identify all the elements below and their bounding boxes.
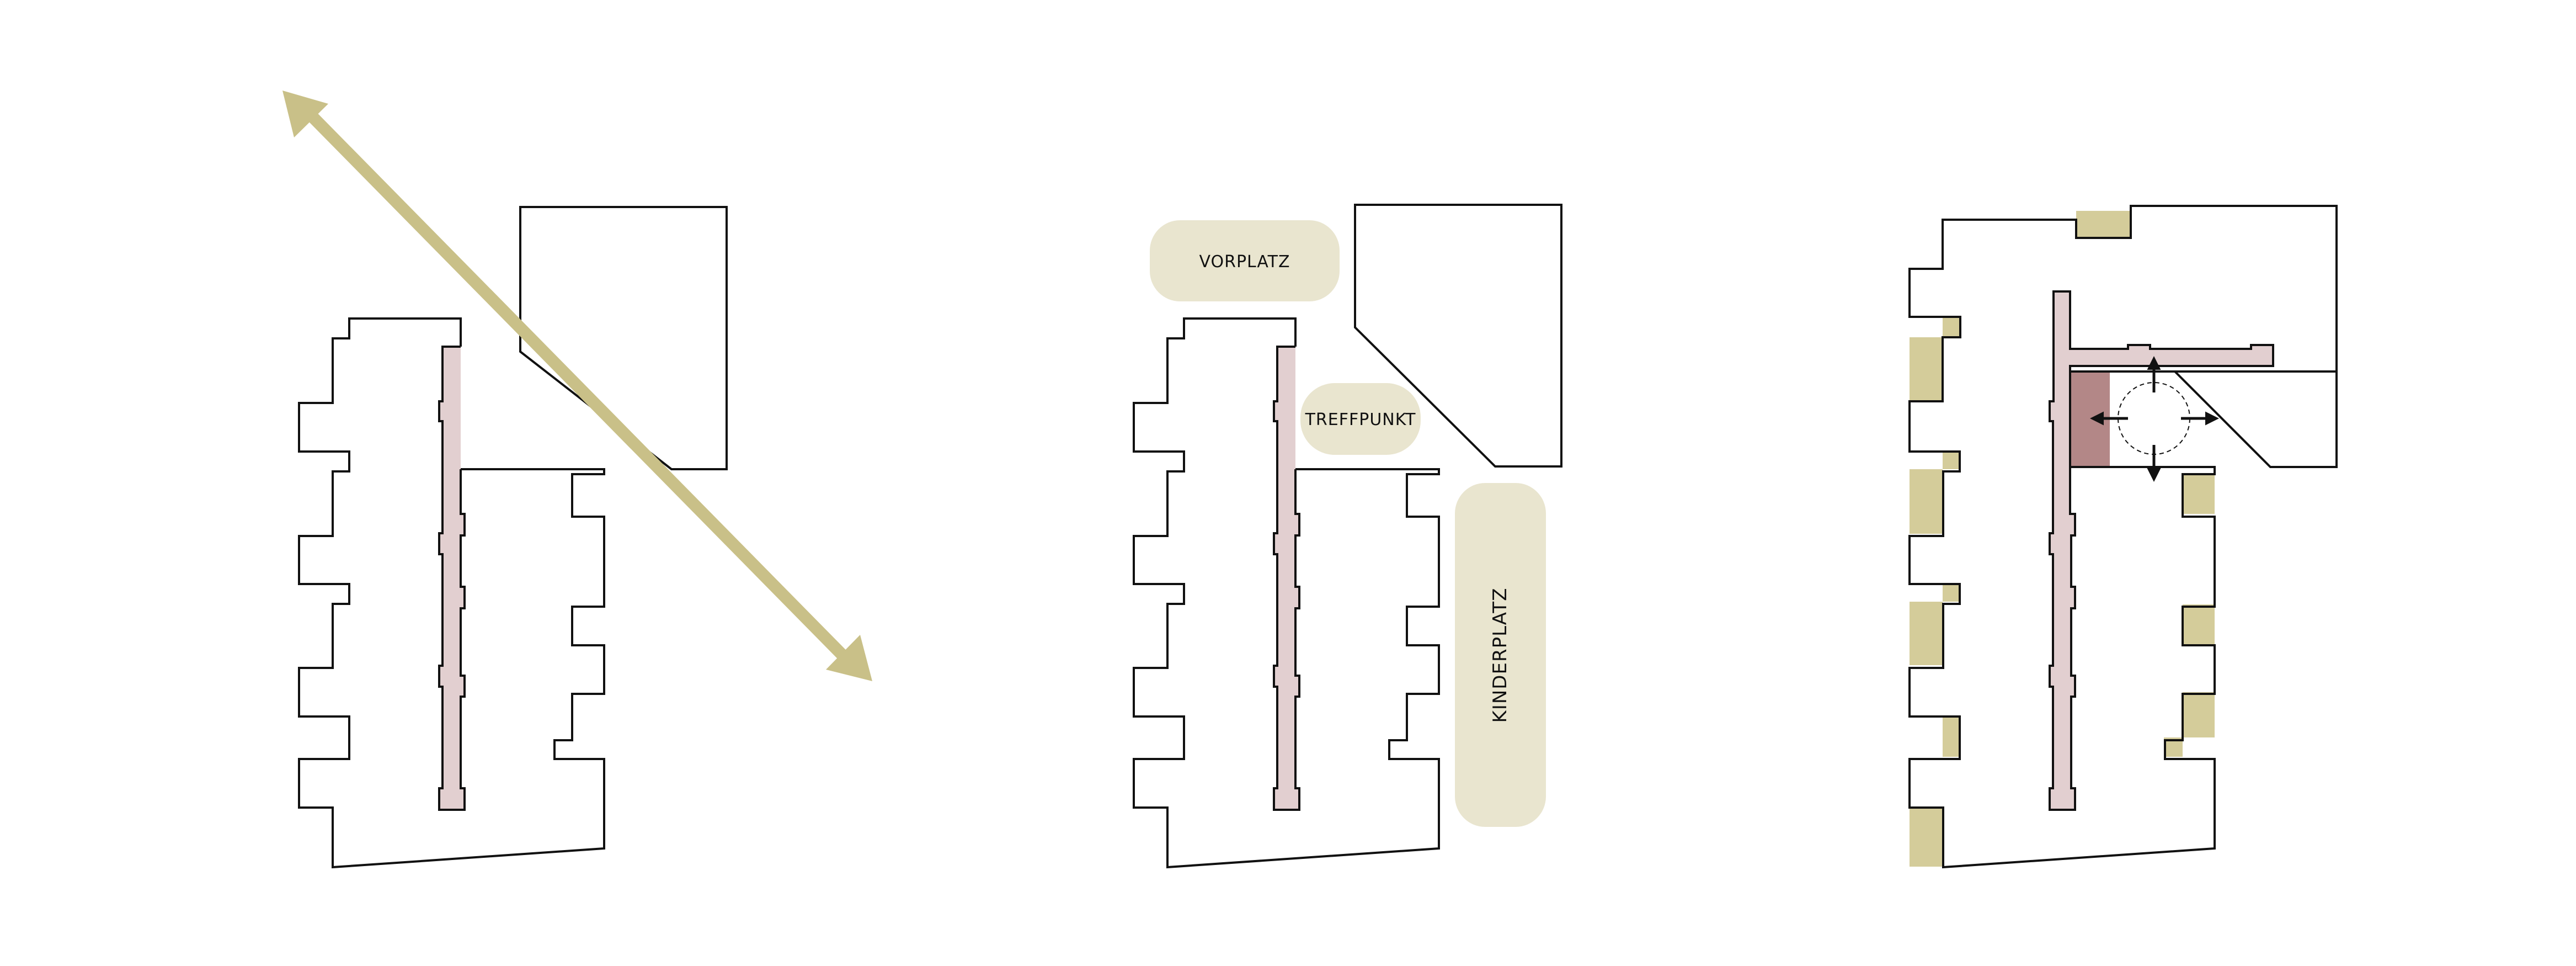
diagonal-arrow <box>282 91 872 681</box>
label-kinderplatz: KINDERPLATZ <box>1489 588 1511 723</box>
balcony-patches <box>1910 211 2215 867</box>
arrowhead-nw <box>282 91 328 137</box>
label-vorplatz: VORPLATZ <box>1199 252 1290 272</box>
building-outline <box>298 317 605 869</box>
building-outline <box>1908 205 2338 869</box>
direction-arrows <box>2090 356 2219 482</box>
panel-circulation-hub <box>1908 205 2338 869</box>
corridor <box>438 346 466 811</box>
neighbor-building <box>1354 204 1562 468</box>
hub-circle <box>2118 382 2190 455</box>
arrowhead-se <box>826 635 872 681</box>
panel-orientation <box>282 91 872 869</box>
zone-vorplatz: VORPLATZ <box>1150 220 1340 301</box>
panel-outdoor-spaces: VORPLATZ TREFFPUNKT KINDERPLATZ <box>1133 204 1562 869</box>
building-outline <box>1133 317 1440 869</box>
label-treffpunkt: TREFFPUNKT <box>1305 410 1416 429</box>
corridor <box>1273 346 1300 811</box>
zone-kinderplatz: KINDERPLATZ <box>1455 483 1546 827</box>
corridor <box>2049 290 2274 811</box>
zone-treffpunkt: TREFFPUNKT <box>1300 383 1421 455</box>
